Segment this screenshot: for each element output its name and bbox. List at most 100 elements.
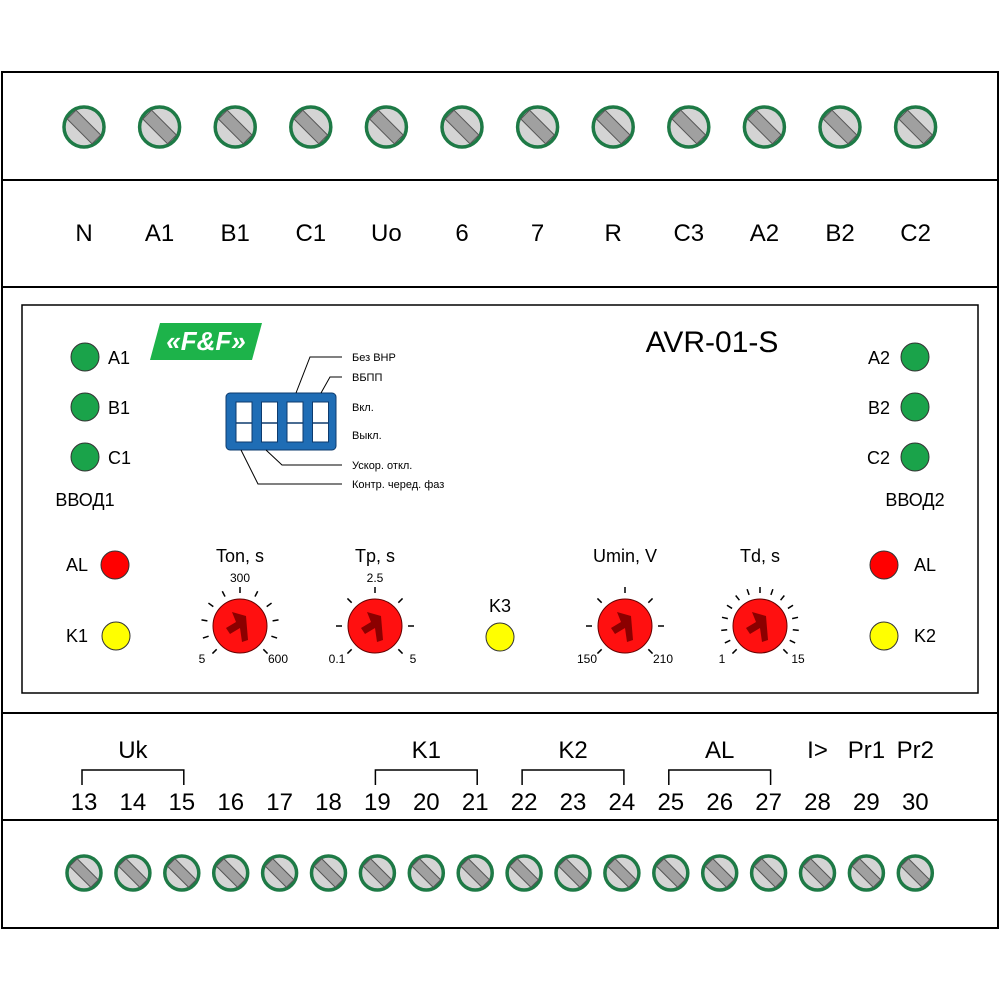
bottom-terminal-number: 29 (853, 789, 880, 816)
top-terminal-label: A1 (145, 220, 174, 247)
top-terminal-screw[interactable] (213, 105, 257, 149)
bottom-terminal-number: 20 (413, 789, 440, 816)
bottom-terminal-screw[interactable] (700, 854, 739, 892)
bottom-terminal-screw[interactable] (65, 854, 103, 892)
bottom-terminal-screw[interactable] (847, 854, 886, 892)
top-terminal-screw[interactable] (742, 105, 787, 149)
terminal-function-label: Pr1 (848, 737, 885, 764)
bottom-terminal-screw[interactable] (114, 854, 152, 892)
led-al1 (100, 550, 130, 580)
bottom-terminal-screw[interactable] (896, 854, 935, 892)
top-terminal-screw[interactable] (591, 105, 635, 149)
bottom-terminal-number: 15 (168, 789, 195, 816)
bottom-terminal-number: 18 (315, 789, 342, 816)
bottom-terminal-screw[interactable] (505, 854, 543, 892)
dip-switch[interactable] (225, 392, 337, 451)
dip-switch-lever[interactable] (235, 401, 253, 443)
bottom-terminal-number: 30 (902, 789, 929, 816)
knob-max-label: 600 (268, 652, 288, 666)
knob-tick (647, 648, 654, 655)
top-terminal-screw[interactable] (62, 105, 106, 149)
knob-tick (787, 604, 794, 610)
knob-tick (346, 648, 353, 655)
screw-slot (66, 109, 102, 145)
knob-ton[interactable] (212, 598, 268, 654)
screw-slot (444, 109, 480, 145)
bottom-terminal-number: 21 (462, 789, 489, 816)
knob-tick (789, 639, 796, 644)
led-label: A2 (868, 348, 890, 368)
bottom-terminal-screw[interactable] (456, 854, 494, 892)
top-terminal-label: C1 (295, 220, 326, 247)
al2-label: AL (914, 555, 936, 575)
top-terminal-screw[interactable] (137, 105, 182, 149)
top-terminal-screw[interactable] (893, 105, 938, 149)
led-input1-a1 (70, 342, 100, 372)
al1-label: AL (66, 555, 88, 575)
terminal-group-bracket (374, 769, 478, 785)
bottom-terminal-screw[interactable] (163, 854, 201, 892)
knob-max-label: 5 (410, 652, 417, 666)
top-terminal-screw[interactable] (667, 105, 711, 149)
knob-tick (735, 595, 741, 601)
knob-title: Tp, s (355, 546, 395, 566)
terminal-group-label: Uk (118, 737, 148, 764)
led-label: C1 (108, 448, 131, 468)
knob-pointer-icon (361, 612, 383, 642)
bottom-terminal-screw[interactable] (603, 854, 641, 892)
screw-slot (460, 858, 491, 888)
led-label: C2 (867, 448, 890, 468)
bottom-terminal-number: 27 (755, 789, 782, 816)
bottom-terminal-number: 25 (657, 789, 684, 816)
top-terminal-screw[interactable] (515, 105, 560, 149)
screw-slot (558, 858, 588, 888)
dip-switch-lever[interactable] (261, 401, 278, 443)
knob-tick (647, 597, 654, 604)
knob-tick (202, 635, 209, 639)
top-terminal-screw[interactable] (289, 105, 333, 149)
bottom-terminal-screw[interactable] (749, 854, 788, 892)
dip-switch-lever[interactable] (286, 401, 304, 443)
knob-umin[interactable] (597, 598, 653, 654)
top-terminal-screw[interactable] (440, 105, 484, 149)
screw-slot (900, 858, 931, 888)
dip-switch-lever[interactable] (312, 401, 329, 443)
terminal-group-label: AL (705, 737, 734, 764)
knob-tp[interactable] (347, 598, 403, 654)
bottom-terminal-screw[interactable] (554, 854, 592, 892)
screw-slot (368, 109, 404, 145)
knob-td[interactable] (732, 598, 788, 654)
knob-mid-label: 2.5 (367, 571, 384, 585)
terminal-group-label: K1 (412, 737, 441, 764)
knob-min-label: 0.1 (329, 652, 346, 666)
bottom-terminal-screw[interactable] (260, 854, 299, 892)
top-terminal-label: R (605, 220, 622, 247)
knob-min-label: 1 (719, 652, 726, 666)
dip-label-fast-off: Ускор. откл. (352, 460, 412, 472)
led-input1-b1 (70, 392, 100, 422)
knob-title: Umin, V (593, 546, 657, 566)
screw-slot (313, 858, 344, 888)
knob-tick (731, 648, 738, 655)
screw-slot (362, 858, 393, 888)
bottom-terminal-number: 19 (364, 789, 391, 816)
knob-min-label: 5 (199, 652, 206, 666)
dip-label-no-auto-restore: Без ВНР (352, 352, 396, 364)
knob-pointer-icon (746, 612, 768, 642)
screw-slot (142, 109, 178, 145)
screw-slot (69, 858, 99, 888)
top-terminal-screw[interactable] (364, 105, 409, 149)
bottom-terminal-screw[interactable] (798, 854, 837, 892)
screw-slot (264, 858, 295, 888)
terminal-group-label: K2 (558, 737, 587, 764)
top-terminal-screw[interactable] (818, 105, 862, 149)
knob-pointer-icon (226, 612, 248, 642)
bottom-terminal-screw[interactable] (358, 854, 397, 892)
bottom-terminal-screw[interactable] (407, 854, 446, 892)
terminal-function-label: Pr2 (897, 737, 934, 764)
bottom-terminal-screw[interactable] (211, 854, 250, 892)
bottom-terminal-screw[interactable] (652, 854, 690, 892)
bottom-terminal-screw[interactable] (309, 854, 348, 892)
knob-tick (271, 635, 278, 639)
